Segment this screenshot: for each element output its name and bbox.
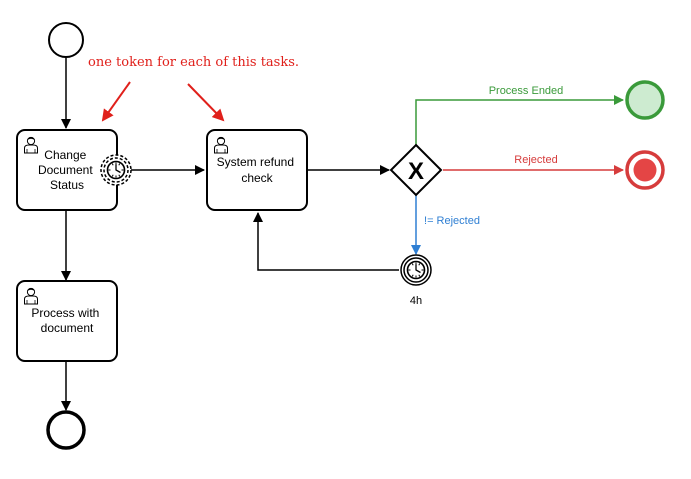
task-system-refund-check[interactable]: System refund check	[206, 129, 308, 211]
task-change-document-status[interactable]: Change Document Status	[16, 129, 118, 211]
svg-text:Process with document: Process with document	[31, 306, 102, 335]
task-label-line: Change	[44, 148, 86, 162]
svg-text:System refund check: System refund check	[217, 155, 298, 185]
flow-label-not-rejected: != Rejected	[424, 215, 480, 227]
boundary-timer-event[interactable]	[100, 154, 132, 186]
task-label-line: check	[241, 171, 273, 185]
task-label-line: Document	[38, 163, 93, 177]
intermediate-timer-event[interactable]	[400, 254, 432, 286]
annotation-text: one token for each of this tasks.	[88, 55, 299, 70]
task-label-line: document	[41, 321, 94, 335]
annotation-arrow-right	[187, 83, 225, 122]
end-event-rejected[interactable]	[625, 150, 665, 190]
task-label-line: Process with	[31, 306, 99, 320]
task-label-line: Status	[50, 178, 84, 192]
end-event-process-ended[interactable]	[625, 80, 665, 120]
clock-icon	[406, 260, 426, 280]
exclusive-gateway[interactable]: X	[389, 143, 443, 197]
svg-text:Change Document St: Change Document Status	[38, 148, 96, 192]
flow-timer-to-refund[interactable]	[253, 212, 399, 271]
flow-label-rejected: Rejected	[514, 154, 557, 166]
timer-label: 4h	[410, 295, 422, 307]
flow-process-ended[interactable]	[415, 95, 624, 146]
gateway-x-icon: X	[408, 158, 424, 185]
clock-icon	[106, 160, 126, 180]
annotation-arrow-left	[101, 81, 131, 122]
start-event[interactable]	[48, 22, 84, 58]
flow-label-process-ended: Process Ended	[489, 85, 564, 97]
end-event-bottom[interactable]	[46, 410, 86, 450]
task-process-with-document[interactable]: Process with document	[16, 280, 118, 362]
task-label-line: System refund	[217, 155, 294, 169]
